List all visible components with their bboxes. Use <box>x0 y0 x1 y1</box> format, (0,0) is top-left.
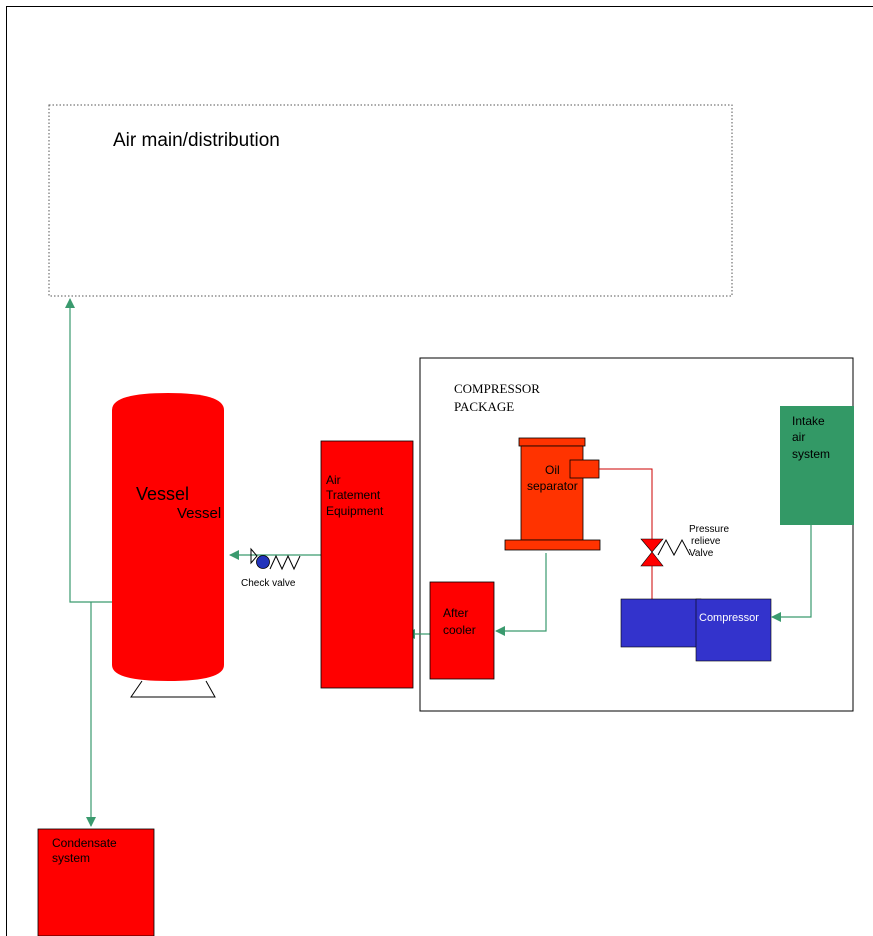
oil-separator-label-line1: Oil <box>545 463 560 477</box>
condensate-label-line2: system <box>52 851 90 865</box>
air-treatment-equipment: Air Tratement Equipment <box>320 440 414 689</box>
vessel-label-primary: Vessel <box>136 484 189 504</box>
pressure-valve-spring <box>657 538 691 557</box>
pressure-valve-label-line1: Pressure <box>689 524 729 535</box>
condensate-system: Condensate system <box>37 828 155 936</box>
oil-separator-outlet <box>569 459 600 479</box>
air-main-distribution-box: Air main/distribution <box>48 104 733 297</box>
air-treatment-label-line2: Tratement <box>326 488 381 502</box>
oil-separator-label-line2: separator <box>527 479 578 493</box>
condensate-label-line1: Condensate <box>52 836 117 850</box>
intake-label-line2: air <box>792 430 805 444</box>
check-valve-label: Check valve <box>241 578 296 589</box>
vessel: Vessel Vessel <box>112 393 224 698</box>
intake-label-line1: Intake <box>792 414 825 428</box>
compressor-label: Compressor <box>699 612 759 624</box>
check-valve: Check valve <box>241 547 301 589</box>
air-main-label: Air main/distribution <box>113 130 280 151</box>
pressure-valve-label-line2: relieve <box>691 536 721 547</box>
after-cooler: After cooler <box>429 581 495 680</box>
compressor-package-label-line1: COMPRESSOR <box>454 381 540 396</box>
vessel-stand <box>130 680 216 698</box>
air-treatment-label-line1: Air <box>326 473 341 487</box>
flow-lines <box>65 298 812 827</box>
page-frame <box>6 6 873 936</box>
after-cooler-label-line1: After <box>443 606 468 620</box>
vessel-label-secondary: Vessel <box>177 505 221 522</box>
pressure-valve-label-line3: Valve <box>689 548 714 559</box>
after-cooler-label-line2: cooler <box>443 623 476 637</box>
flow-separator-to-aftercooler <box>495 553 547 636</box>
pressure-relieve-valve: Pressure relieve Valve <box>640 524 729 567</box>
compressor-package-label-line2: PACKAGE <box>454 399 514 414</box>
flow-vessel-to-air-main <box>65 298 112 603</box>
intake-label-line3: system <box>792 447 830 461</box>
air-treatment-label-line3: Equipment <box>326 504 384 518</box>
intake-air-system: Intake air system <box>780 406 854 525</box>
check-valve-spring <box>269 554 301 571</box>
compressor: Compressor <box>620 598 772 662</box>
flow-intake-to-compressor <box>771 525 812 622</box>
check-valve-ball <box>256 555 270 569</box>
oil-separator: Oil separator <box>504 437 601 551</box>
